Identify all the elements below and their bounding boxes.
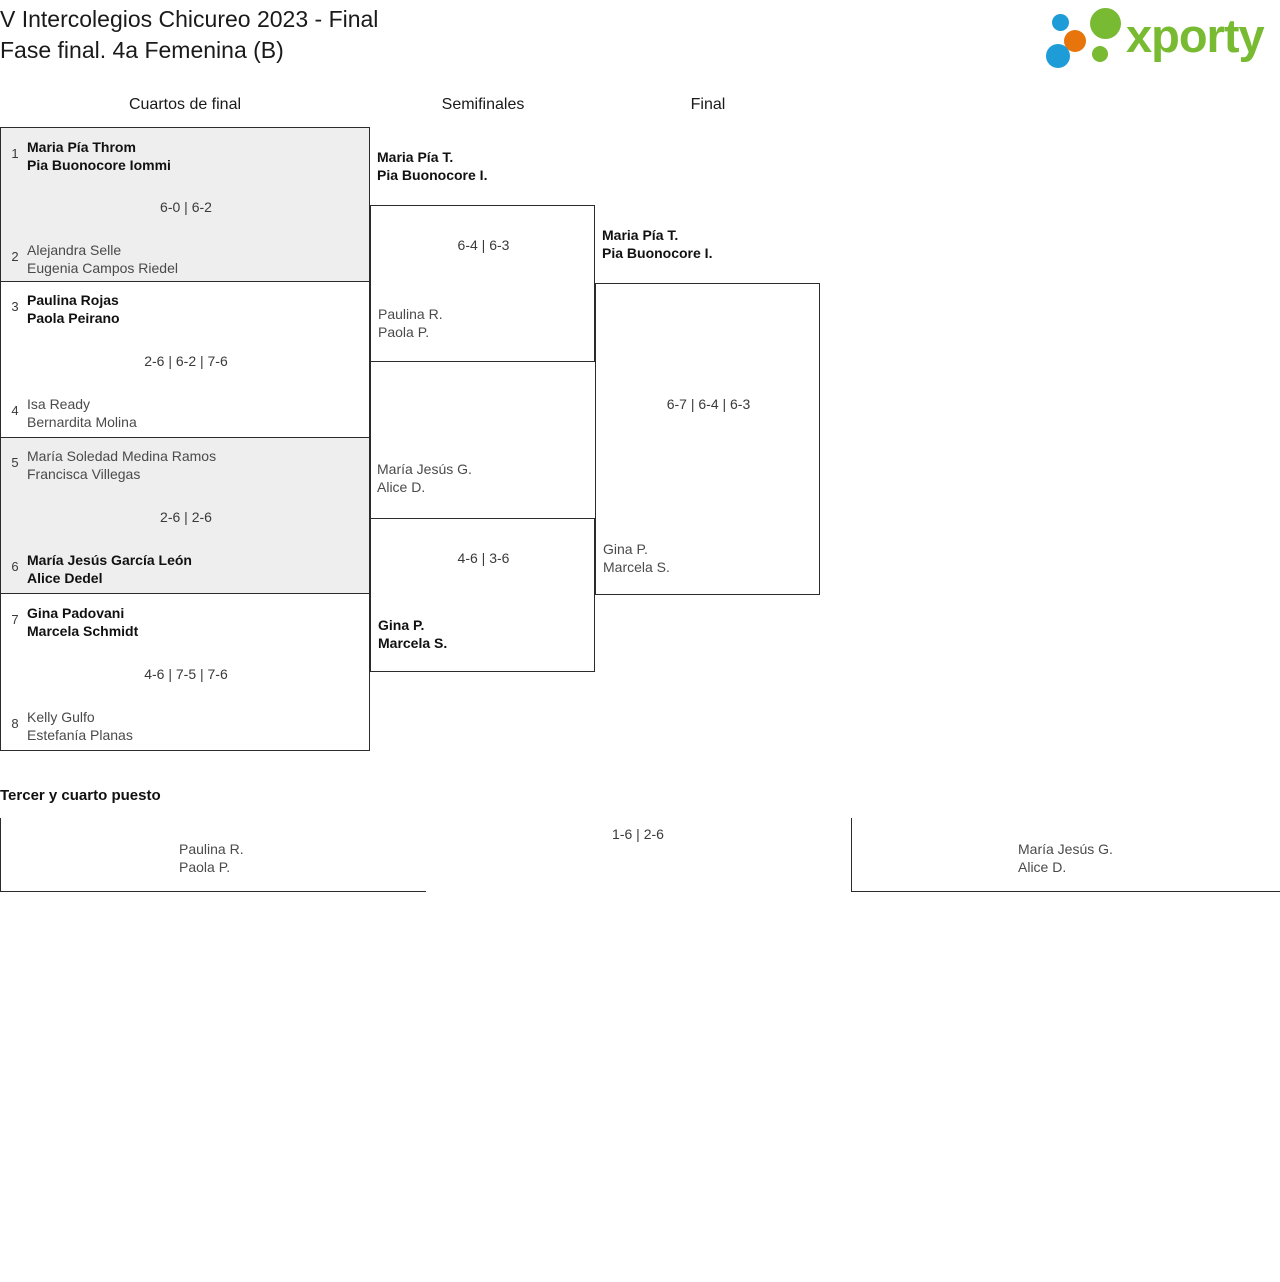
seed-number: 5 — [11, 455, 19, 470]
third-place-right-slot[interactable]: María Jesús G. Alice D. — [851, 818, 1280, 892]
title-line-1: V Intercolegios Chicureo 2023 - Final — [0, 6, 379, 32]
team-name: Paola Peirano — [27, 310, 120, 326]
third-place-score: 1-6 | 2-6 — [612, 826, 664, 842]
match-score: 4-6 | 3-6 — [457, 550, 510, 566]
team-name: Francisca Villegas — [27, 466, 141, 482]
team-name: María Jesús G. — [1018, 841, 1113, 857]
logo-dot-orange-icon — [1064, 30, 1086, 52]
team-name: Paulina R. — [378, 306, 443, 322]
logo-dot-green-small-icon — [1092, 46, 1108, 62]
team-name: Paola P. — [378, 324, 430, 340]
xporty-logo[interactable]: xporty — [1040, 6, 1272, 68]
team-name: Maria Pía T. — [377, 149, 454, 165]
logo-dot-blue-small-icon — [1052, 14, 1069, 31]
seed-number: 4 — [11, 403, 19, 418]
team-name: Pia Buonocore I. — [377, 167, 488, 183]
round-header-semifinals: Semifinales — [441, 96, 525, 113]
team-name: Kelly Gulfo — [27, 709, 95, 725]
seed-number: 6 — [11, 559, 19, 574]
match-quarterfinal-3[interactable]: 5 María Soledad Medina Ramos Francisca V… — [0, 438, 370, 594]
team-name: Maria Pía T. — [602, 227, 679, 243]
team-name: Gina Padovani — [27, 605, 125, 621]
connector-semifinal-1 — [370, 362, 371, 518]
match-score: 2-6 | 6-2 | 7-6 — [144, 353, 228, 369]
seed-number: 2 — [11, 249, 19, 264]
third-place-left-slot[interactable]: Paulina R. Paola P. — [0, 818, 426, 892]
team-name: Gina P. — [378, 617, 425, 633]
team-name: Isa Ready — [27, 396, 91, 412]
team-name: Alejandra Selle — [27, 242, 122, 258]
team-name: Marcela S. — [378, 635, 448, 651]
team-name: Maria Pía Throm — [27, 139, 136, 155]
seed-number: 3 — [11, 299, 19, 314]
team-name: Pia Buonocore I. — [602, 245, 713, 261]
logo-dot-green-large-icon — [1090, 8, 1121, 39]
match-quarterfinal-1[interactable]: 1 Maria Pía Throm Pia Buonocore Iommi 6-… — [0, 127, 370, 282]
match-score: 2-6 | 2-6 — [160, 509, 212, 525]
team-name: Marcela Schmidt — [27, 623, 139, 639]
team-name: Paulina Rojas — [27, 292, 119, 308]
round-header-quarterfinals: Cuartos de final — [128, 96, 242, 113]
match-semifinal-1[interactable]: 6-4 | 6-3 Paulina R. Paola P. — [370, 205, 595, 362]
team-name: Gina P. — [603, 541, 648, 557]
logo-dot-blue-large-icon — [1046, 44, 1070, 68]
team-name: Marcela S. — [603, 559, 670, 575]
match-quarterfinal-4[interactable]: 7 Gina Padovani Marcela Schmidt 4-6 | 7-… — [0, 594, 370, 751]
team-name: Alice Dedel — [27, 570, 103, 586]
page-title: V Intercolegios Chicureo 2023 - Final Fa… — [0, 4, 900, 66]
team-name: Paulina R. — [179, 841, 244, 857]
match-score: 6-7 | 6-4 | 6-3 — [666, 396, 751, 412]
seed-number: 1 — [11, 146, 19, 161]
team-name: Alice D. — [377, 479, 426, 495]
seed-number: 7 — [11, 612, 19, 627]
team-name: Eugenia Campos Riedel — [27, 260, 178, 276]
round-header-final: Final — [690, 96, 726, 113]
seed-number: 8 — [11, 716, 19, 731]
team-name: María Jesús García León — [27, 552, 192, 568]
team-name: Bernardita Molina — [27, 414, 137, 430]
team-name: Estefanía Planas — [27, 727, 133, 743]
team-name: María Soledad Medina Ramos — [27, 448, 217, 464]
match-score: 6-4 | 6-3 — [457, 237, 510, 253]
match-semifinal-2[interactable]: 4-6 | 3-6 Gina P. Marcela S. — [370, 518, 595, 672]
match-score: 4-6 | 7-5 | 7-6 — [144, 666, 228, 682]
match-quarterfinal-2[interactable]: 3 Paulina Rojas Paola Peirano 2-6 | 6-2 … — [0, 282, 370, 438]
team-name: Alice D. — [1018, 859, 1067, 875]
match-final[interactable]: 6-7 | 6-4 | 6-3 Gina P. Marcela S. — [595, 283, 820, 595]
logo-wordmark: xporty — [1126, 9, 1265, 62]
team-name: María Jesús G. — [377, 461, 472, 477]
match-score: 6-0 | 6-2 — [160, 199, 212, 215]
title-line-2: Fase final. 4a Femenina (B) — [0, 37, 284, 63]
team-name: Paola P. — [179, 859, 231, 875]
third-place-title: Tercer y cuarto puesto — [0, 787, 161, 804]
team-name: Pia Buonocore Iommi — [27, 157, 171, 173]
